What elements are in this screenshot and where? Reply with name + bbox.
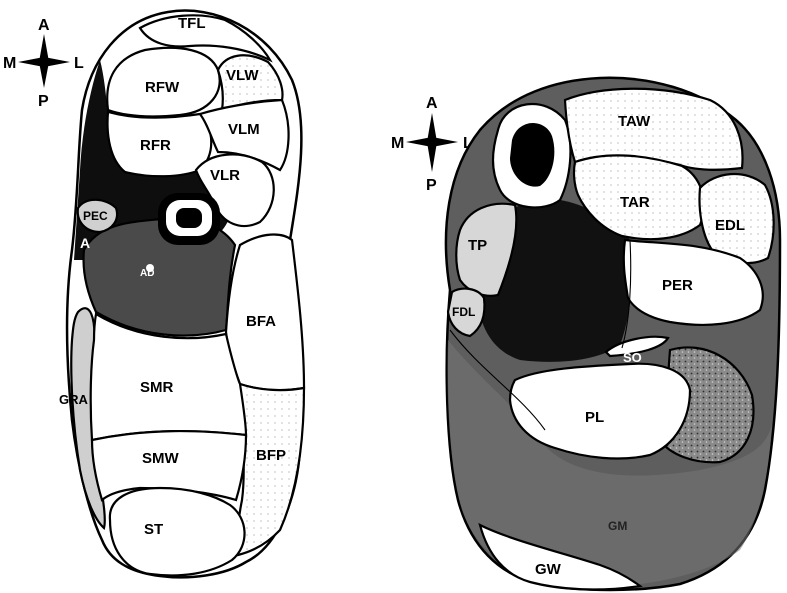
label-pec: PEC	[83, 209, 108, 223]
label-tfl: TFL	[178, 15, 206, 32]
label-pl: PL	[585, 409, 604, 426]
label-fdl: FDL	[452, 305, 475, 319]
label-ta-r: TAR	[620, 194, 650, 211]
label-vl-r: VLR	[210, 167, 240, 184]
label-g-w: GW	[535, 561, 562, 578]
label-tp: TP	[468, 237, 487, 254]
label-g-m: GM	[608, 519, 627, 533]
label-vl-m: VLM	[228, 121, 260, 138]
compass-left-medial: M	[3, 55, 16, 72]
compass-left-lateral: L	[74, 55, 84, 72]
label-ta-w: TAW	[618, 113, 651, 130]
femur-bone	[158, 193, 220, 245]
label-a: A	[80, 235, 90, 251]
compass-right-medial: M	[391, 135, 404, 152]
label-rf-r: RFR	[140, 137, 171, 154]
compass-left: A P M L	[3, 17, 84, 110]
label-sm-r: SMR	[140, 379, 174, 396]
thigh-cross-section: TFL RFW RFR VLW VLM VLR PEC A AD BFA GRA…	[59, 11, 304, 578]
label-st: ST	[144, 521, 163, 538]
label-ad: AD	[140, 268, 154, 279]
label-so: SO	[623, 350, 642, 365]
thigh-muscle-bf-p	[237, 384, 304, 555]
compass-left-posterior: P	[38, 93, 49, 110]
compass-right-anterior: A	[426, 95, 438, 112]
label-edl: EDL	[715, 217, 745, 234]
label-rf-w: RFW	[145, 79, 180, 96]
label-vl-w: VLW	[226, 67, 259, 84]
tibia-bone	[493, 104, 570, 207]
label-gra: GRA	[59, 392, 89, 407]
label-bf-p: BFP	[256, 447, 286, 464]
label-sm-w: SMW	[142, 450, 180, 467]
compass-left-anterior: A	[38, 17, 50, 34]
thigh-muscle-st	[110, 488, 245, 575]
label-per: PER	[662, 277, 693, 294]
compass-right-posterior: P	[426, 177, 437, 194]
label-bf-a: BFA	[246, 313, 276, 330]
leg-cross-section: TAW TAR EDL TP PER FDL SO PL GM GW	[446, 78, 780, 590]
